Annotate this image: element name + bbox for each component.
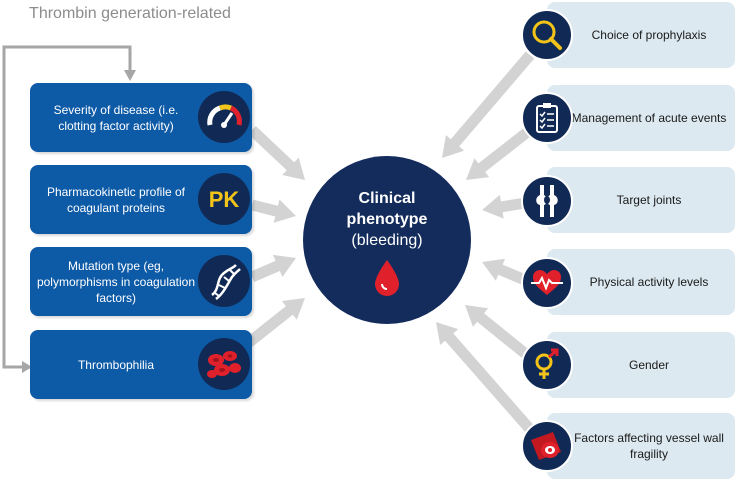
feedback-bracket-arrowhead-bottom (22, 361, 32, 373)
arrow-from-gender (465, 305, 531, 360)
center-title-line1: Clinical (358, 190, 416, 207)
arrow-from-vessel-wall (436, 322, 540, 439)
factor-box-physical-activity: Physical activity levels (547, 249, 735, 315)
heartbeat-icon (521, 257, 573, 309)
factor-label: Factors affecting vessel wall fragility (574, 431, 724, 461)
arrow-from-severity (248, 126, 305, 180)
center-subtitle: (bleeding) (351, 232, 423, 249)
thrombin-group-title: Thrombin generation-related (29, 5, 231, 22)
gauge-icon (198, 91, 250, 143)
arrow-from-thrombophilia (238, 298, 305, 353)
arrow-from-mutation (249, 254, 296, 282)
factor-label: Mutation type (eg, polymorphisms in coag… (36, 258, 196, 305)
factor-label: Severity of disease (i.e. clotting facto… (53, 102, 179, 133)
factor-label: Target joints (616, 193, 682, 207)
factor-label: Pharmacokinetic profile of coagulant pro… (46, 184, 186, 215)
factor-box-mutation: Mutation type (eg, polymorphisms in coag… (30, 247, 252, 316)
gender-icon (521, 339, 573, 391)
arrow-from-physical-activity (482, 258, 528, 286)
pk-icon: PK (198, 173, 250, 225)
arrow-from-acute-events (466, 125, 534, 180)
joint-icon (521, 175, 573, 227)
factor-box-pharmacokinetic: Pharmacokinetic profile of coagulant pro… (30, 165, 252, 234)
arrow-from-target-joints (482, 194, 526, 219)
blood-cells-icon (198, 338, 250, 390)
factor-box-target-joints: Target joints (547, 167, 735, 233)
dna-icon (198, 255, 250, 307)
factor-box-vessel-wall: Factors affecting vessel wall fragility (547, 413, 735, 479)
feedback-bracket-arrowhead-top (124, 70, 136, 81)
factor-box-prophylaxis: Choice of prophylaxis (547, 2, 735, 68)
factor-label: Gender (628, 358, 670, 372)
vessel-icon (521, 420, 573, 472)
factor-box-thrombophilia: Thrombophilia (30, 330, 252, 399)
factor-box-gender: Gender (547, 332, 735, 398)
pk-icon-text: PK (209, 187, 240, 212)
factor-box-acute-events: Management of acute events (547, 85, 735, 151)
factor-label: Physical activity levels (589, 275, 709, 289)
factor-label: Management of acute events (571, 111, 727, 125)
center-title-line2: phenotype (346, 211, 428, 228)
arrow-from-pharmacokinetic (250, 199, 296, 223)
blood-drop-icon (375, 260, 399, 296)
factor-label: Thrombophilia (77, 357, 155, 372)
factor-box-severity: Severity of disease (i.e. clotting facto… (30, 83, 252, 152)
clipboard-icon (521, 92, 573, 144)
magnifier-icon (521, 9, 573, 61)
arrow-from-prophylaxis (442, 51, 535, 158)
factor-label: Choice of prophylaxis (591, 28, 707, 42)
clinical-phenotype-circle: Clinical phenotype (bleeding) (303, 156, 471, 324)
feedback-bracket-line (2, 45, 132, 369)
